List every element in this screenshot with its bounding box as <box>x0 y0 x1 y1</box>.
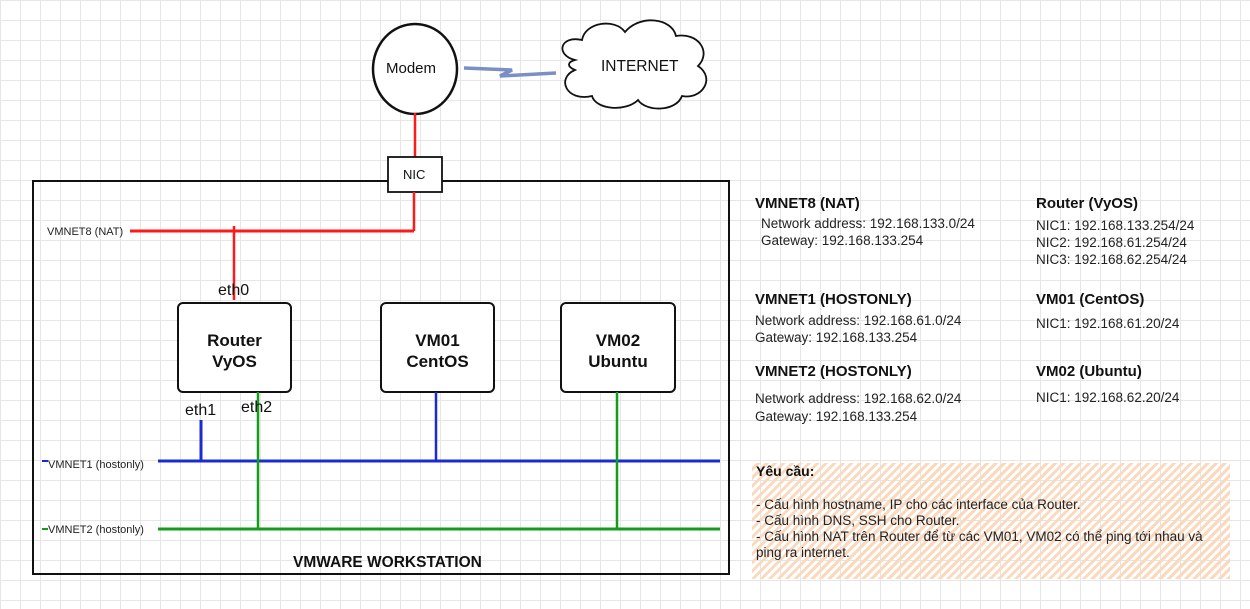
requirement-item: - Cấu hình hostname, IP cho các interfac… <box>756 497 1081 512</box>
vmnet8-line: Gateway: 192.168.133.254 <box>761 233 924 248</box>
vm02-box-line2: Ubuntu <box>588 352 648 371</box>
requirement-item: - Cấu hình DNS, SSH cho Router. <box>756 513 960 528</box>
vm01-box-line1: VM01 <box>415 331 460 350</box>
router-info-title: Router (VyOS) <box>1036 195 1138 212</box>
nic-box <box>387 156 443 193</box>
vm02-box-line1: VM02 <box>595 331 641 350</box>
requirements-title: Yêu cầu: <box>756 463 815 479</box>
eth0-label: eth0 <box>218 282 250 299</box>
modem-label: Modem <box>386 60 437 77</box>
vmnet2-title: VMNET2 (HOSTONLY) <box>755 363 912 380</box>
internet-cloud <box>561 19 708 110</box>
router-box <box>177 302 292 393</box>
vmnet1-label: VMNET1 (hostonly) <box>48 459 144 471</box>
router-box-line2: VyOS <box>212 352 257 371</box>
requirements-box: Yêu cầu: - Cấu hình hostname, IP cho các… <box>752 463 1230 579</box>
workstation-label: VMWARE WORKSTATION <box>293 554 482 571</box>
vm02-box-title: VM02 Ubuntu <box>561 330 675 372</box>
nic-label: NIC <box>403 167 426 182</box>
vm01-box <box>380 302 495 393</box>
vmnet2-label: VMNET2 (hostonly) <box>48 524 144 536</box>
vm01-box-line2: CentOS <box>406 352 469 371</box>
vmnet2-line: Gateway: 192.168.133.254 <box>755 409 918 424</box>
vmnet8-label: VMNET8 (NAT) <box>47 226 124 238</box>
router-info-line: NIC2: 192.168.61.254/24 <box>1036 235 1187 250</box>
vmnet1-line: Network address: 192.168.61.0/24 <box>755 313 962 328</box>
vmnet8-title: VMNET8 (NAT) <box>755 195 860 212</box>
vm02-info-line: NIC1: 192.168.62.20/24 <box>1036 390 1180 405</box>
vmnet2-line: Network address: 192.168.62.0/24 <box>755 391 962 406</box>
vmnet1-title: VMNET1 (HOSTONLY) <box>755 291 912 308</box>
vm02-info-title: VM02 (Ubuntu) <box>1036 363 1142 380</box>
eth2-label: eth2 <box>241 399 273 416</box>
vm01-box-title: VM01 CentOS <box>381 330 494 372</box>
eth1-label: eth1 <box>185 402 217 419</box>
internet-label: INTERNET <box>601 58 679 75</box>
modem-internet-link <box>463 66 557 78</box>
vm01-info-title: VM01 (CentOS) <box>1036 291 1145 308</box>
vm01-info-line: NIC1: 192.168.61.20/24 <box>1036 316 1180 331</box>
router-box-line1: Router <box>207 331 262 350</box>
router-info-line: NIC1: 192.168.133.254/24 <box>1036 218 1195 233</box>
router-info-line: NIC3: 192.168.62.254/24 <box>1036 252 1187 267</box>
vmware-workstation-frame <box>32 180 730 575</box>
requirement-item: - Cấu hình NAT trên Router để từ các VM0… <box>756 529 1203 560</box>
router-box-title: Router VyOS <box>178 330 291 372</box>
vmnet1-line: Gateway: 192.168.133.254 <box>755 330 918 345</box>
vmnet8-line: Network address: 192.168.133.0/24 <box>761 216 975 231</box>
